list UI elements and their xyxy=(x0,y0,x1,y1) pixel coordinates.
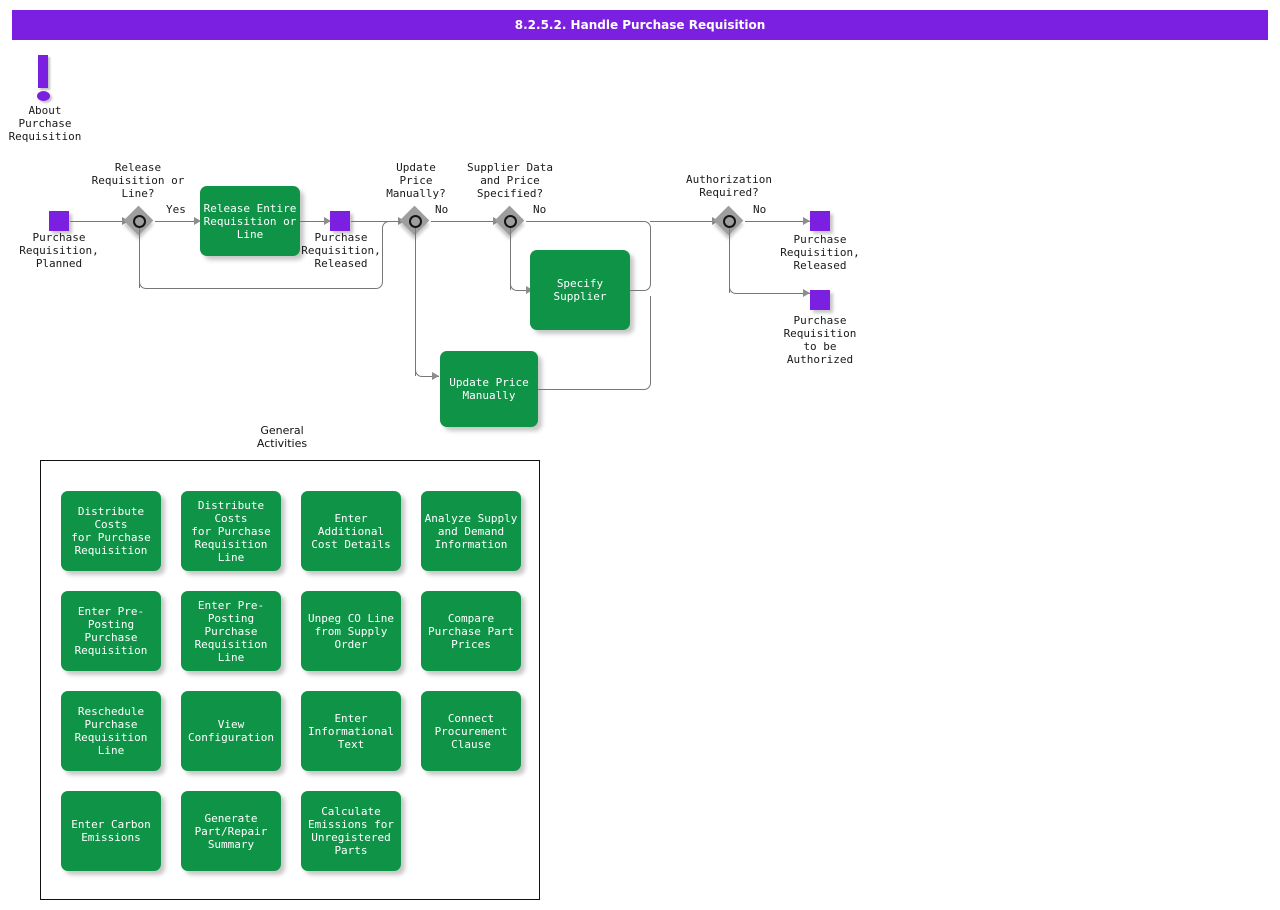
decision-release-requisition-or-line[interactable] xyxy=(123,205,154,236)
activity-enter-pre-posting-purchase-requisition[interactable]: Enter Pre- Posting Purchase Requisition xyxy=(61,591,161,671)
about-purchase-requisition-label: About Purchase Requisition xyxy=(8,104,82,143)
connector-to-authorized-state xyxy=(736,293,810,294)
connector-loopback-join xyxy=(388,221,400,222)
state-pr-planned[interactable] xyxy=(49,211,69,231)
connector-update-price-down xyxy=(415,228,416,376)
connector-corner xyxy=(375,281,383,289)
connector-loopback-bottom xyxy=(146,288,375,289)
connector-release-to-state xyxy=(300,221,330,222)
state-pr-released-2-label: Purchase Requisition, Released xyxy=(780,233,860,272)
connector-corner xyxy=(643,283,651,291)
decision-release-requisition-or-line-label: Release Requisition or Line? xyxy=(91,161,185,200)
state-pr-to-be-authorized-label: Purchase Requisition to be Authorized xyxy=(783,314,857,366)
arrow-icon xyxy=(526,286,533,294)
general-activities-title: General Activities xyxy=(256,424,308,450)
edge-label-no-update-price: No xyxy=(435,203,449,216)
connector-corner xyxy=(643,221,651,229)
decision-supplier-data-and-price-specified[interactable] xyxy=(494,205,525,236)
connector-merge-upper xyxy=(650,228,651,284)
connector-merge-lower xyxy=(650,296,651,383)
activity-view-configuration[interactable]: View Configuration xyxy=(181,691,281,771)
edge-label-yes: Yes xyxy=(166,203,186,216)
arrow-icon xyxy=(194,217,201,225)
decision-update-price-manually[interactable] xyxy=(399,205,430,236)
decision-ring-icon xyxy=(723,215,736,228)
arrow-icon xyxy=(324,217,331,225)
activity-calculate-emissions-for-unregistered-parts[interactable]: Calculate Emissions for Unregistered Par… xyxy=(301,791,401,871)
arrow-icon xyxy=(803,289,810,297)
decision-ring-icon xyxy=(504,215,517,228)
decision-update-price-manually-label: Update Price Manually? xyxy=(386,161,446,200)
connector-update-price-no xyxy=(431,221,495,222)
connector-corner xyxy=(729,286,737,294)
edge-label-no-authorization: No xyxy=(753,203,767,216)
connector-corner xyxy=(510,283,518,291)
activity-enter-pre-posting-purchase-requisition-line[interactable]: Enter Pre- Posting Purchase Requisition … xyxy=(181,591,281,671)
connector-merge-to-authorization xyxy=(650,221,716,222)
connector-release-no-down xyxy=(139,228,140,288)
arrow-icon xyxy=(803,217,810,225)
general-activities-panel: Distribute Costs for Purchase Requisitio… xyxy=(40,460,540,900)
activity-compare-purchase-part-prices[interactable]: Compare Purchase Part Prices xyxy=(421,591,521,671)
edge-label-no-supplier-data: No xyxy=(533,203,547,216)
exclamation-icon xyxy=(38,55,48,88)
activity-enter-additional-cost-details[interactable]: Enter Additional Cost Details xyxy=(301,491,401,571)
state-pr-to-be-authorized[interactable] xyxy=(810,290,830,310)
decision-authorization-required-label: Authorization Required? xyxy=(685,173,773,199)
decision-ring-icon xyxy=(409,215,422,228)
activity-generate-part-repair-summary[interactable]: Generate Part/Repair Summary xyxy=(181,791,281,871)
activity-enter-informational-text[interactable]: Enter Informational Text xyxy=(301,691,401,771)
state-pr-released-2[interactable] xyxy=(810,211,830,231)
connector-supplier-no xyxy=(526,221,644,222)
decision-authorization-required[interactable] xyxy=(713,205,744,236)
connector-update-price-out xyxy=(538,389,644,390)
connector-corner xyxy=(139,281,147,289)
arrow-icon xyxy=(432,372,439,380)
decision-supplier-data-and-price-specified-label: Supplier Data and Price Specified? xyxy=(466,161,554,200)
exclamation-dot-icon xyxy=(37,91,50,101)
connector-loopback-up xyxy=(382,228,383,282)
connector-authorization-no xyxy=(745,221,810,222)
decision-ring-icon xyxy=(133,215,146,228)
state-pr-released-1[interactable] xyxy=(330,211,350,231)
connector-corner xyxy=(643,382,651,390)
activity-distribute-costs-for-purchase-requisition-line[interactable]: Distribute Costs for Purchase Requisitio… xyxy=(181,491,281,571)
activity-distribute-costs-for-purchase-requisition[interactable]: Distribute Costs for Purchase Requisitio… xyxy=(61,491,161,571)
page-title: 8.2.5.2. Handle Purchase Requisition xyxy=(12,10,1268,40)
connector-to-specify-supplier xyxy=(517,290,534,291)
activity-specify-supplier[interactable]: Specify Supplier xyxy=(530,250,630,330)
activity-enter-carbon-emissions[interactable]: Enter Carbon Emissions xyxy=(61,791,161,871)
state-pr-released-1-label: Purchase Requisition, Released xyxy=(301,231,381,270)
activity-connect-procurement-clause[interactable]: Connect Procurement Clause xyxy=(421,691,521,771)
activity-release-entire-requisition-or-line[interactable]: Release Entire Requisition or Line xyxy=(200,186,300,256)
connector-specify-supplier-out xyxy=(630,290,644,291)
activity-unpeg-co-line-from-supply-order[interactable]: Unpeg CO Line from Supply Order xyxy=(301,591,401,671)
connector-corner xyxy=(415,369,423,377)
activity-analyze-supply-and-demand-information[interactable]: Analyze Supply and Demand Information xyxy=(421,491,521,571)
connector-supplier-down xyxy=(510,228,511,290)
activity-update-price-manually[interactable]: Update Price Manually xyxy=(440,351,538,427)
connector-corner xyxy=(382,221,390,229)
connector-planned-to-release xyxy=(70,221,124,222)
state-pr-planned-label: Purchase Requisition, Planned xyxy=(19,231,99,270)
connector-release-yes xyxy=(155,221,199,222)
connector-authorization-down xyxy=(729,228,730,293)
connector-to-update-price-activity xyxy=(422,376,439,377)
connector-state-to-update-price xyxy=(351,221,400,222)
activity-reschedule-purchase-requisition-line[interactable]: Reschedule Purchase Requisition Line xyxy=(61,691,161,771)
